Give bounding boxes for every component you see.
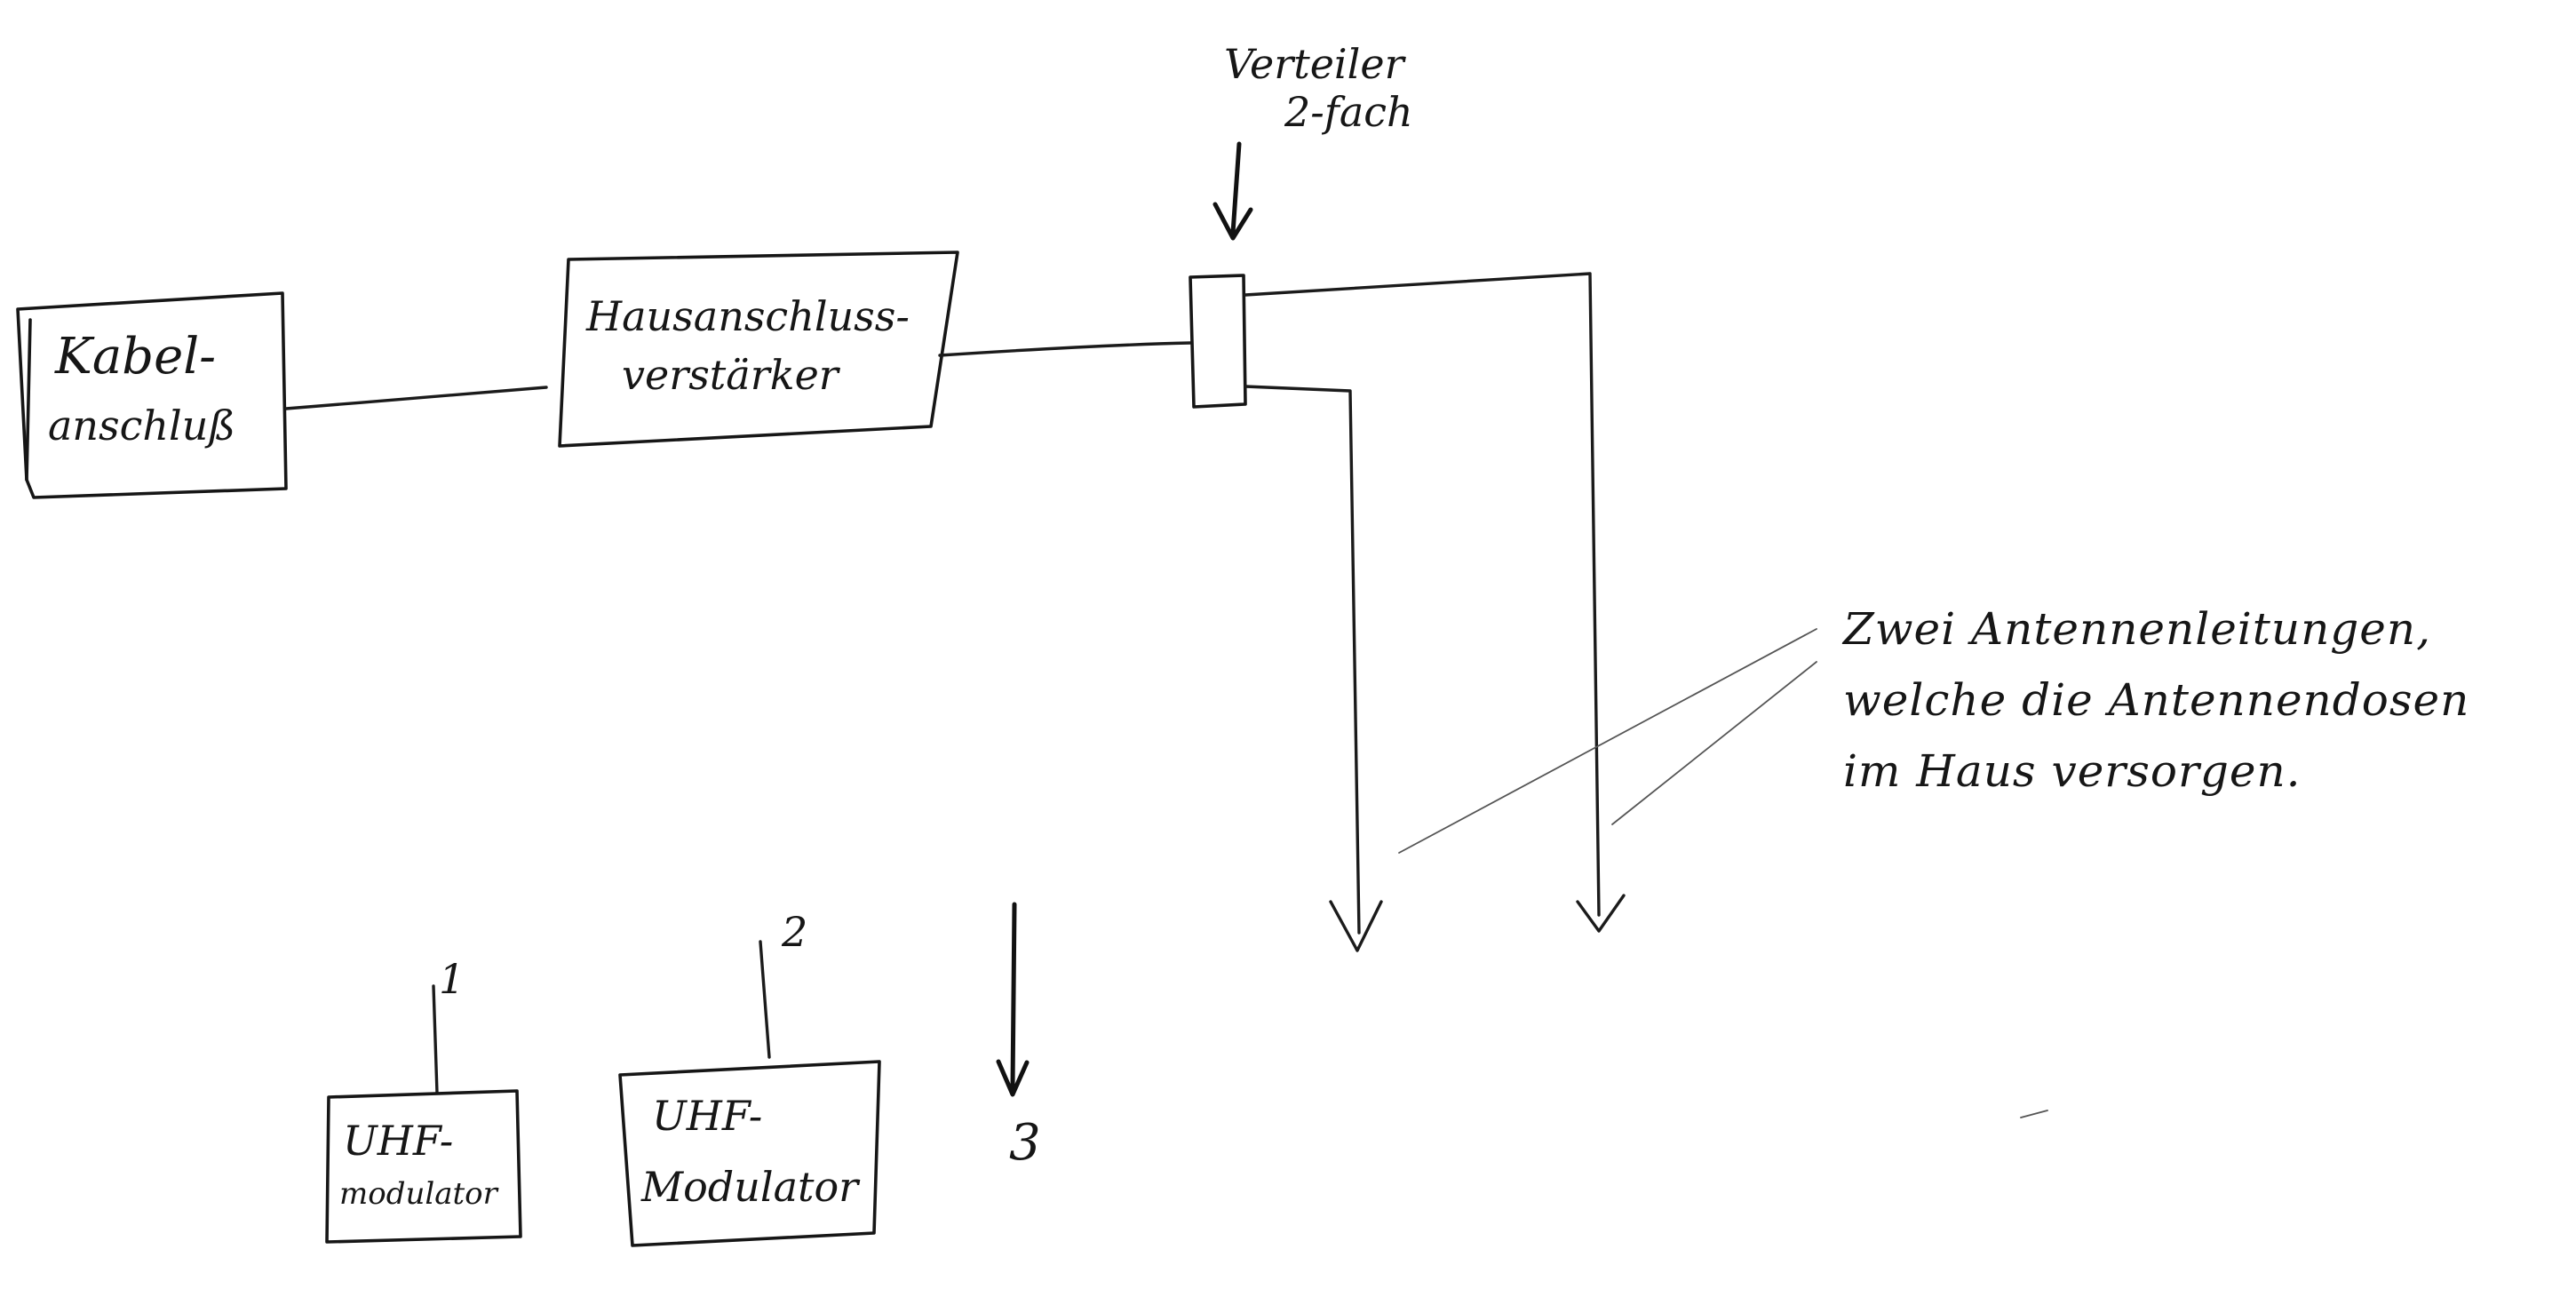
- verstaerker-label-line2: verstärker: [622, 351, 841, 399]
- annotation-line2: welche die Antennendosen: [1843, 674, 2469, 726]
- uhf-modulator-1: 1 UHF- modulator: [325, 955, 522, 1244]
- splitter-label-line2: 2-fach: [1284, 88, 1413, 136]
- output-2-arrowhead: [1576, 894, 1626, 933]
- slot-3-number: 3: [1009, 1114, 1041, 1172]
- splitter-output-1: [1244, 385, 1361, 935]
- slot-3-arrow: 3: [996, 902, 1041, 1172]
- uhf-modulator-2: 2 UHF- Modulator: [618, 908, 881, 1247]
- verstaerker-label-line1: Hausanschluss-: [585, 292, 910, 340]
- kabel-label-line2: anschluß: [48, 402, 235, 450]
- kabel-label-line1: Kabel-: [54, 328, 216, 386]
- uhf1-number: 1: [439, 955, 465, 1003]
- annotation-text: Zwei Antennenleitungen, welche die Anten…: [1841, 603, 2469, 797]
- cable-amplifier-to-splitter: [938, 341, 1192, 357]
- output-1-arrowhead: [1329, 900, 1383, 952]
- kabel-anschluss-box: Kabel- anschluß: [16, 291, 288, 499]
- stray-mark: [2020, 1110, 2048, 1118]
- splitter-output-2: [1244, 272, 1601, 917]
- annotation-line1: Zwei Antennenleitungen,: [1841, 603, 2431, 655]
- cable-kabel-to-amplifier: [284, 386, 548, 410]
- annotation-pointer-2: [1611, 661, 1817, 825]
- uhf2-label-line1: UHF-: [652, 1092, 762, 1140]
- annotation-line3: im Haus versorgen.: [1843, 745, 2302, 797]
- verteiler-splitter: Verteiler 2-fach: [1189, 40, 1413, 409]
- uhf1-label-line1: UHF-: [343, 1117, 453, 1165]
- uhf2-number: 2: [781, 908, 807, 956]
- splitter-pointer-arrow: [1212, 141, 1253, 241]
- uhf2-label-line2: Modulator: [640, 1163, 861, 1211]
- uhf1-label-line2: modulator: [339, 1176, 499, 1212]
- annotation-pointer-1: [1398, 628, 1817, 854]
- hausanschluss-verstaerker-box: Hausanschluss- verstärker: [558, 251, 959, 448]
- splitter-label-line1: Verteiler: [1224, 40, 1407, 88]
